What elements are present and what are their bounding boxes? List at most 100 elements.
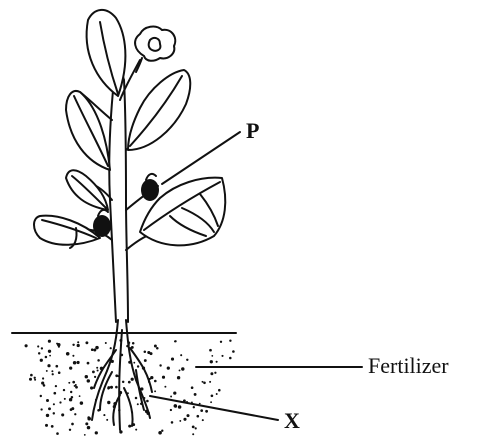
soil-dot xyxy=(146,400,149,403)
soil-dot xyxy=(103,414,105,416)
soil-dot xyxy=(40,395,42,397)
soil-dot xyxy=(72,355,74,357)
soil-dot xyxy=(38,352,40,354)
soil-dot xyxy=(137,365,139,367)
flower-icon xyxy=(135,27,175,72)
soil-dot xyxy=(45,356,48,359)
soil-dot xyxy=(68,382,70,384)
soil-dot xyxy=(46,370,48,372)
soil-dot xyxy=(85,375,88,378)
soil-dot xyxy=(128,425,131,428)
soil-dot xyxy=(107,386,110,389)
soil-dot xyxy=(42,377,44,379)
soil-dot xyxy=(40,408,42,410)
soil-dot xyxy=(209,381,211,383)
soil-dot xyxy=(77,361,80,364)
soil-dot xyxy=(79,395,81,397)
soil-dot xyxy=(53,412,55,414)
soil-dot xyxy=(74,413,76,415)
soil-dot xyxy=(174,340,176,342)
soil-dot xyxy=(37,345,39,347)
soil-dot xyxy=(210,401,212,403)
soil-dot xyxy=(194,393,197,396)
soil-dot xyxy=(210,360,213,363)
soil-dot xyxy=(87,417,91,421)
soil-dot xyxy=(51,425,54,428)
soil-dot xyxy=(150,376,153,379)
soil-dot xyxy=(97,359,100,362)
soil-dot xyxy=(90,386,93,389)
soil-dot xyxy=(69,429,71,431)
soil-dot xyxy=(181,367,184,370)
soil-dot xyxy=(53,392,56,395)
soil-dot xyxy=(144,359,147,362)
soil-dot xyxy=(229,339,231,341)
soil-dot xyxy=(87,362,90,365)
soil-dot xyxy=(179,420,181,422)
soil-dot xyxy=(73,361,77,365)
soil-dot xyxy=(75,386,78,389)
pointer-x xyxy=(150,396,278,420)
soil-dot xyxy=(167,366,170,369)
soil-dot xyxy=(128,381,131,384)
soil-dot xyxy=(87,379,90,382)
soil-dot xyxy=(220,341,222,343)
soil-dot xyxy=(72,381,75,384)
soil-dot xyxy=(94,376,96,378)
soil-dot xyxy=(30,374,33,377)
soil-dot xyxy=(202,381,204,383)
soil-dot xyxy=(186,414,189,417)
soil-dot xyxy=(91,348,94,351)
soil-dot xyxy=(177,376,180,379)
soil-dot xyxy=(186,359,188,361)
soil-dot xyxy=(45,424,48,427)
soil-dot xyxy=(216,393,218,395)
soil-dot xyxy=(216,361,218,363)
soil-dot xyxy=(161,430,163,432)
soil-dot xyxy=(48,350,51,353)
soil-dot xyxy=(71,407,74,410)
soil-dot xyxy=(64,398,66,400)
soil-dot xyxy=(85,422,88,425)
soil-dot xyxy=(156,347,159,350)
soil-dot xyxy=(58,346,60,348)
soil-dot xyxy=(144,351,147,354)
soil-dot xyxy=(40,359,43,362)
soil-dot xyxy=(34,377,36,379)
soil-dot xyxy=(214,372,216,374)
soil-dot xyxy=(70,391,72,393)
soil-dot xyxy=(154,380,157,383)
soil-dot xyxy=(96,367,98,369)
soil-dot xyxy=(221,355,223,357)
soil-dot xyxy=(192,426,195,429)
soil-dot xyxy=(159,364,161,366)
soil-dot xyxy=(149,352,152,355)
pointer-p xyxy=(162,132,240,184)
soil-dot xyxy=(80,401,83,404)
soil-dot xyxy=(209,349,212,352)
soil-dot xyxy=(178,405,182,409)
soil-dot xyxy=(47,364,50,367)
soil-dot xyxy=(97,347,99,349)
soil-dot xyxy=(107,401,110,404)
soil-dot xyxy=(203,382,206,385)
soil-dot xyxy=(41,347,43,349)
soil-dot xyxy=(205,410,208,413)
soil-dot xyxy=(41,382,44,385)
soil-dot xyxy=(48,407,51,410)
soil-dot xyxy=(170,409,172,411)
soil-dot xyxy=(55,365,58,368)
fruit-p xyxy=(141,179,159,201)
plant-roots xyxy=(92,320,152,430)
soil-dot xyxy=(110,386,113,389)
soil-dot xyxy=(158,431,162,435)
soil-dot xyxy=(49,355,51,357)
soil-dot xyxy=(48,340,51,343)
soil-dot xyxy=(133,362,135,364)
soil-dot xyxy=(56,432,59,435)
soil-dot xyxy=(211,394,214,397)
fruit-lower xyxy=(93,215,111,237)
label-fertilizer: Fertilizer xyxy=(368,353,449,378)
soil-dot xyxy=(211,355,213,357)
